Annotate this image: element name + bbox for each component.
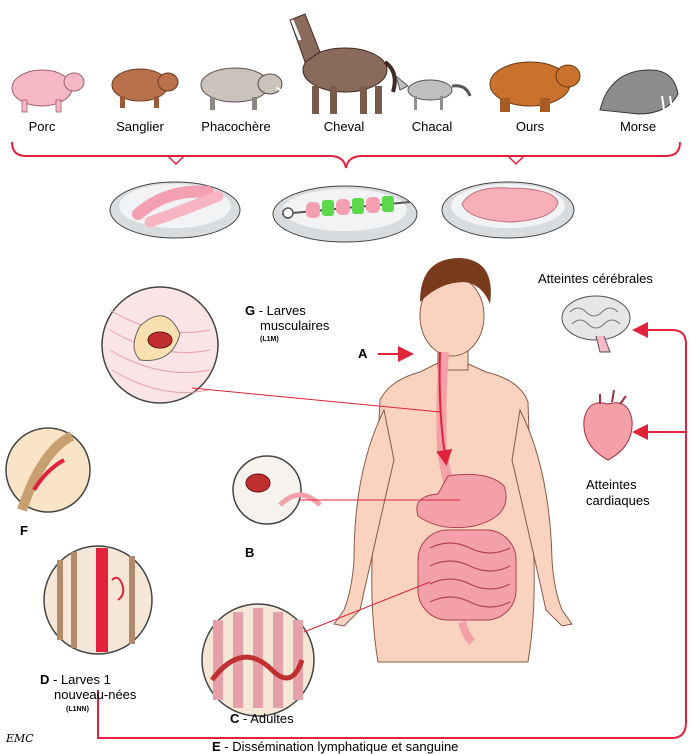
label-g-letter: G xyxy=(245,303,255,318)
label-g-line1: G - Larves xyxy=(245,303,306,318)
label-g-abbr: (L1M) xyxy=(260,336,279,343)
label-g-text: - Larves xyxy=(255,303,306,318)
animal-label: Phacochère xyxy=(201,119,270,134)
label-brain: Atteintes cérébrales xyxy=(538,271,653,286)
label-d-line2: nouveau-nées xyxy=(54,687,137,702)
circle-newborn-larvae xyxy=(44,546,152,654)
label-d-text: - Larves 1 xyxy=(49,672,110,687)
label-heart-line2: cardiaques xyxy=(586,493,650,508)
circle-muscle-larvae xyxy=(102,287,218,403)
label-f: F xyxy=(20,523,28,538)
label-d-letter: D xyxy=(40,672,49,687)
brain-illustration xyxy=(562,296,630,352)
animal-boar-illustration xyxy=(112,69,178,108)
label-e: E - Dissémination lymphatique et sanguin… xyxy=(212,739,458,754)
circle-adult-worms xyxy=(202,604,314,716)
animal-warthog-illustration xyxy=(201,68,282,110)
animal-label: Cheval xyxy=(324,119,365,134)
label-e-letter: E xyxy=(212,739,221,754)
plate-skewer xyxy=(273,186,417,242)
animal-walrus-illustration xyxy=(600,70,678,114)
label-d-abbr: (L1NN) xyxy=(66,706,89,713)
circle-stomach-larva xyxy=(233,456,320,524)
plate-steak xyxy=(442,182,574,238)
animal-label: Ours xyxy=(516,119,545,134)
label-c-text: - Adultes xyxy=(239,711,294,726)
human-body-illustration xyxy=(334,258,572,662)
emc-logo: EMC xyxy=(5,732,34,745)
animal-label: Sanglier xyxy=(116,119,164,134)
label-a: A xyxy=(358,346,368,361)
animal-labels: Porc Sanglier Phacochère Cheval Chacal Ours Mo… xyxy=(29,119,656,134)
animal-bear-illustration xyxy=(490,62,580,112)
label-c: C - Adultes xyxy=(230,711,294,726)
label-e-text: - Dissémination lymphatique et sanguine xyxy=(221,739,459,754)
circle-blood-vessel xyxy=(6,428,90,512)
animal-label: Porc xyxy=(29,119,56,134)
plate-sausages xyxy=(110,182,240,238)
animal-horse-illustration xyxy=(290,14,395,114)
grouping-brace xyxy=(12,142,680,168)
animal-pig-illustration xyxy=(12,70,84,112)
animal-jackal-illustration xyxy=(396,76,470,110)
label-g-line2: musculaires xyxy=(260,318,330,333)
label-d-line1: D - Larves 1 xyxy=(40,672,111,687)
label-heart-line1: Atteintes xyxy=(586,477,637,492)
animal-label: Chacal xyxy=(412,119,453,134)
animal-label: Morse xyxy=(620,119,656,134)
heart-illustration xyxy=(584,390,632,460)
label-b: B xyxy=(245,545,254,560)
